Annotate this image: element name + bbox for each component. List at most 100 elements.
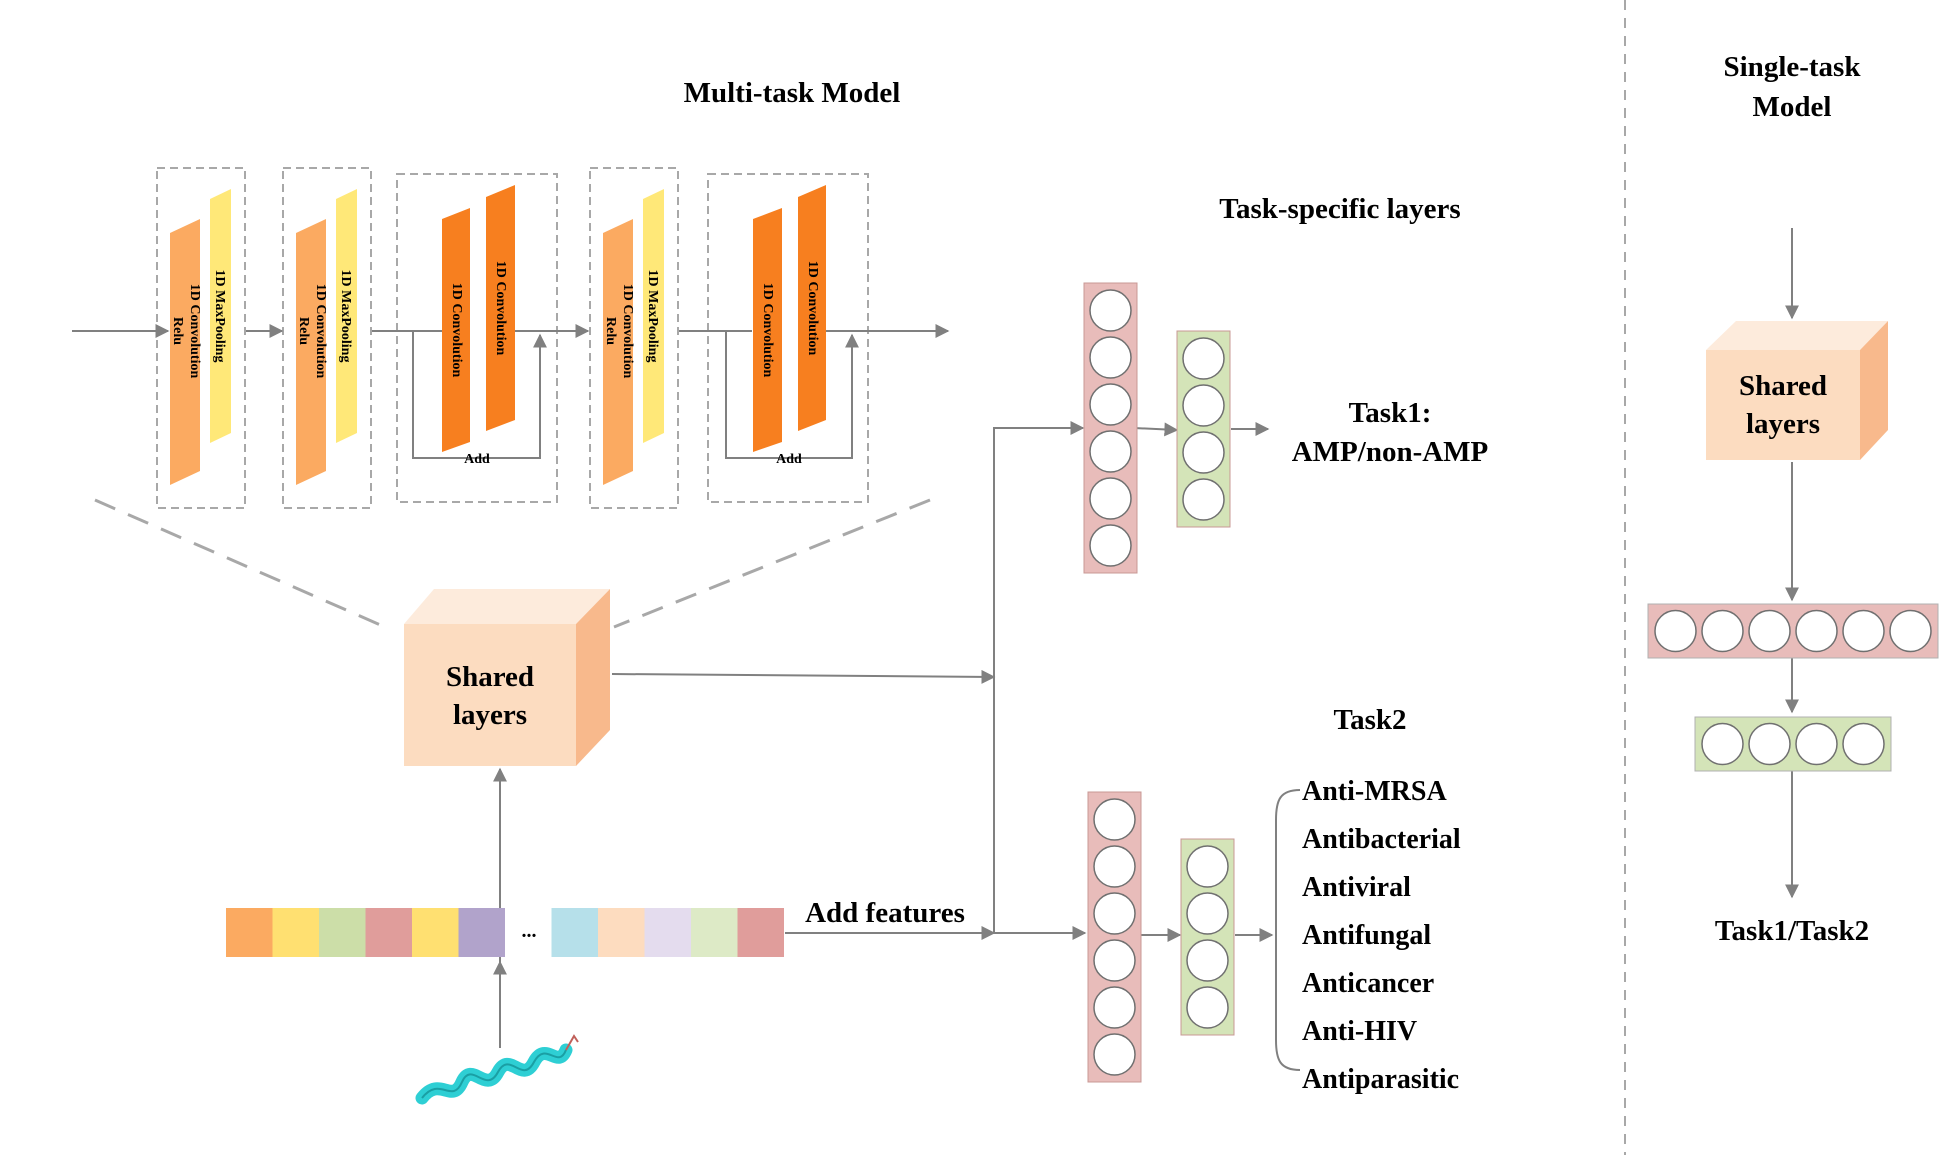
svg-text:Relu: Relu	[603, 317, 618, 345]
neuron	[1182, 384, 1225, 427]
maxpool-layer-2: 1D MaxPooling	[336, 189, 357, 443]
neuron	[1093, 798, 1136, 841]
neuron	[1182, 431, 1225, 474]
neuron	[1093, 1033, 1136, 1076]
feature-cell	[551, 908, 598, 957]
svg-text:1D MaxPooling: 1D MaxPooling	[338, 270, 353, 363]
single-task-output-label: Task1/Task2	[1715, 915, 1869, 947]
single-task-dense-layer-2	[1694, 716, 1892, 772]
svg-text:1D Convolution: 1D Convolution	[493, 261, 508, 356]
peptide-helix-icon	[415, 1034, 579, 1105]
neuron	[1842, 609, 1885, 653]
feature-cell	[505, 908, 552, 957]
neuron	[1182, 478, 1225, 521]
add-label-2: Add	[776, 452, 802, 467]
svg-text:1D Convolution: 1D Convolution	[760, 283, 775, 378]
add-label-1: Add	[464, 452, 490, 467]
svg-text:1D Convolution: 1D Convolution	[805, 261, 820, 356]
add-features-label: Add features	[805, 897, 965, 929]
residual-block-1	[396, 173, 558, 503]
svg-text:1D Convolution: 1D Convolution	[620, 284, 635, 379]
feature-ellipsis: ...	[522, 920, 537, 942]
neuron	[1186, 939, 1229, 982]
task2-task-list: Anti-MRSAAntibacterialAntiviralAntifunga…	[1302, 776, 1461, 1095]
conv-pool-block-2	[282, 167, 372, 509]
neuron	[1186, 892, 1229, 935]
task2-item: Anti-MRSA	[1302, 776, 1447, 807]
single-task-shared-layers-cube: Shared layers	[1706, 321, 1888, 460]
neuron	[1093, 939, 1136, 982]
task2-item: Anti-HIV	[1302, 1016, 1417, 1047]
single-task-title-line2: Model	[1753, 91, 1832, 123]
svg-text:1D MaxPooling: 1D MaxPooling	[212, 270, 227, 363]
shared-layer-blocks	[156, 167, 869, 509]
neuron	[1795, 722, 1838, 766]
neuron	[1093, 986, 1136, 1029]
neuron	[1748, 609, 1791, 653]
feature-cell	[319, 908, 366, 957]
task2-item: Antifungal	[1302, 920, 1431, 951]
feature-cell	[737, 908, 784, 957]
task2-title: Task2	[1333, 704, 1406, 736]
neuron	[1089, 289, 1132, 332]
task-specific-title: Task-specific layers	[1219, 193, 1460, 225]
svg-text:Relu: Relu	[296, 317, 311, 345]
neuron	[1889, 609, 1932, 653]
neuron	[1093, 845, 1136, 888]
feature-cell	[598, 908, 645, 957]
neuron	[1842, 722, 1885, 766]
neuron	[1701, 722, 1744, 766]
neuron	[1089, 383, 1132, 426]
residual-conv-layer-1b: 1D Convolution	[486, 185, 515, 431]
task2-dense-layer-1	[1087, 791, 1142, 1083]
single-task-title-line1: Single-task	[1724, 51, 1862, 83]
svg-text:1D Convolution: 1D Convolution	[449, 283, 464, 378]
task2-brace	[1275, 789, 1301, 1071]
shared-layers-cube: Shared layers	[404, 589, 610, 766]
neuron	[1654, 609, 1697, 653]
neuron	[1701, 609, 1744, 653]
neuron	[1089, 430, 1132, 473]
task2-item: Antiparasitic	[1302, 1064, 1459, 1095]
residual-conv-layer-2b: 1D Convolution	[798, 185, 826, 431]
feature-cell	[691, 908, 738, 957]
task1-sublabel: AMP/non-AMP	[1292, 436, 1489, 468]
maxpool-layer-1: 1D MaxPooling	[210, 189, 231, 443]
task2-dense-layer-2	[1180, 838, 1235, 1036]
svg-text:1D MaxPooling: 1D MaxPooling	[645, 270, 660, 363]
connector-arrows	[493, 421, 1274, 1048]
task2-item: Antiviral	[1302, 872, 1411, 903]
svg-text:Shared: Shared	[1739, 370, 1827, 402]
residual-block-2	[707, 173, 869, 503]
feature-cell	[365, 908, 412, 957]
task1-dense-layer-1	[1083, 282, 1138, 574]
feature-cell	[644, 908, 691, 957]
neuron	[1748, 722, 1791, 766]
block-flow-arrows	[72, 324, 950, 459]
svg-text:1D Convolution: 1D Convolution	[187, 284, 202, 379]
single-task-dense-layer-1	[1647, 603, 1939, 659]
feature-vector	[226, 908, 784, 957]
svg-text:Relu: Relu	[170, 317, 185, 345]
neuron	[1795, 609, 1838, 653]
neuron	[1089, 336, 1132, 379]
svg-text:1D Convolution: 1D Convolution	[313, 284, 328, 379]
maxpool-layer-3: 1D MaxPooling	[643, 189, 664, 443]
task2-item: Anticancer	[1302, 968, 1434, 999]
multi-task-title: Multi-task Model	[684, 77, 901, 109]
neuron	[1186, 845, 1229, 888]
neuron	[1089, 524, 1132, 567]
conv-pool-block-3	[589, 167, 679, 509]
svg-text:Shared: Shared	[446, 661, 534, 693]
conv-pool-block-1	[156, 167, 246, 509]
task1-dense-layer-2	[1176, 330, 1231, 528]
conv-relu-layer-3: 1D Convolution Relu	[603, 219, 635, 485]
task1-label: Task1:	[1349, 397, 1432, 429]
feature-cell	[458, 908, 505, 957]
neuron	[1089, 477, 1132, 520]
svg-text:layers: layers	[453, 699, 527, 731]
zoom-lines	[94, 498, 931, 629]
residual-conv-layer-2a: 1D Convolution	[753, 208, 782, 452]
conv-relu-layer-1: 1D Convolution Relu	[170, 219, 202, 485]
